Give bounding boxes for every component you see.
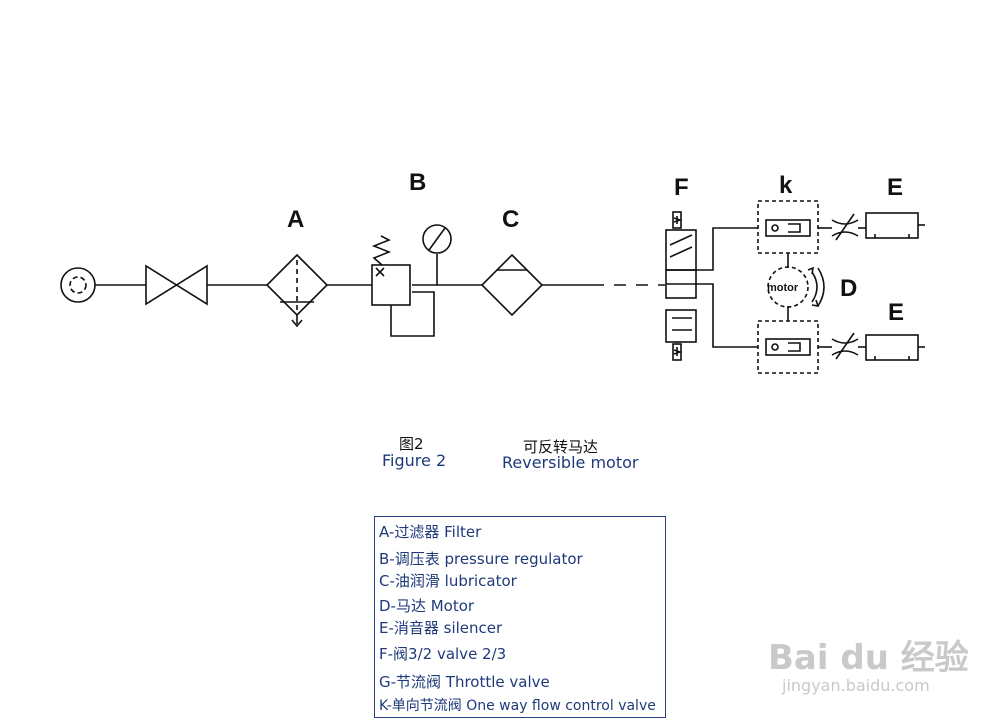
motor-text: motor <box>767 282 799 294</box>
legend-item-f: F-阀3/2 valve 2/3 <box>379 645 507 663</box>
figure-caption-cn: 图2 <box>399 435 424 453</box>
lubricator-symbol <box>480 253 544 317</box>
legend-item-k: K-单向节流阀 One way flow control valve <box>379 698 656 714</box>
label-E-lower: E <box>888 299 904 326</box>
label-K: k <box>779 172 793 199</box>
label-D: D <box>840 275 857 302</box>
throttle-valve-upper <box>831 213 866 241</box>
legend-item-e: E-消音器 silencer <box>379 619 503 637</box>
reversible-motor-symbol <box>767 266 825 308</box>
silencer-upper <box>865 212 925 239</box>
watermark-url: jingyan.baidu.com <box>782 676 930 695</box>
legend-item-a: A-过滤器 Filter <box>379 523 482 541</box>
throttle-valve-lower <box>831 332 866 360</box>
watermark-logo: Bai du 经验 <box>768 638 969 678</box>
legend-item-b: B-调压表 pressure regulator <box>379 550 583 568</box>
flow-control-valve-upper <box>757 200 832 268</box>
label-E-upper: E <box>887 174 903 201</box>
label-A: A <box>287 206 304 233</box>
air-source-symbol <box>60 267 96 303</box>
directional-valve-symbol <box>665 211 758 361</box>
motor-caption-en: Reversible motor <box>502 453 639 472</box>
flow-control-valve-lower <box>757 306 832 374</box>
filter-symbol <box>265 253 329 328</box>
pressure-gauge-icon <box>422 224 452 254</box>
silencer-lower <box>865 334 925 361</box>
legend-item-c: C-油润滑 lubricator <box>379 572 517 590</box>
figure-caption-en: Figure 2 <box>382 451 447 470</box>
legend-box: A-过滤器 Filter B-调压表 pressure regulator C-… <box>374 516 666 718</box>
label-C: C <box>502 206 519 233</box>
shutoff-valve-symbol <box>145 264 208 306</box>
motor-caption-cn: 可反转马达 <box>523 438 599 456</box>
legend-item-g: G-节流阀 Throttle valve <box>379 673 550 691</box>
label-B: B <box>409 169 426 196</box>
pressure-regulator-symbol <box>371 235 482 337</box>
legend-item-d: D-马达 Motor <box>379 597 475 615</box>
label-F: F <box>674 174 689 201</box>
